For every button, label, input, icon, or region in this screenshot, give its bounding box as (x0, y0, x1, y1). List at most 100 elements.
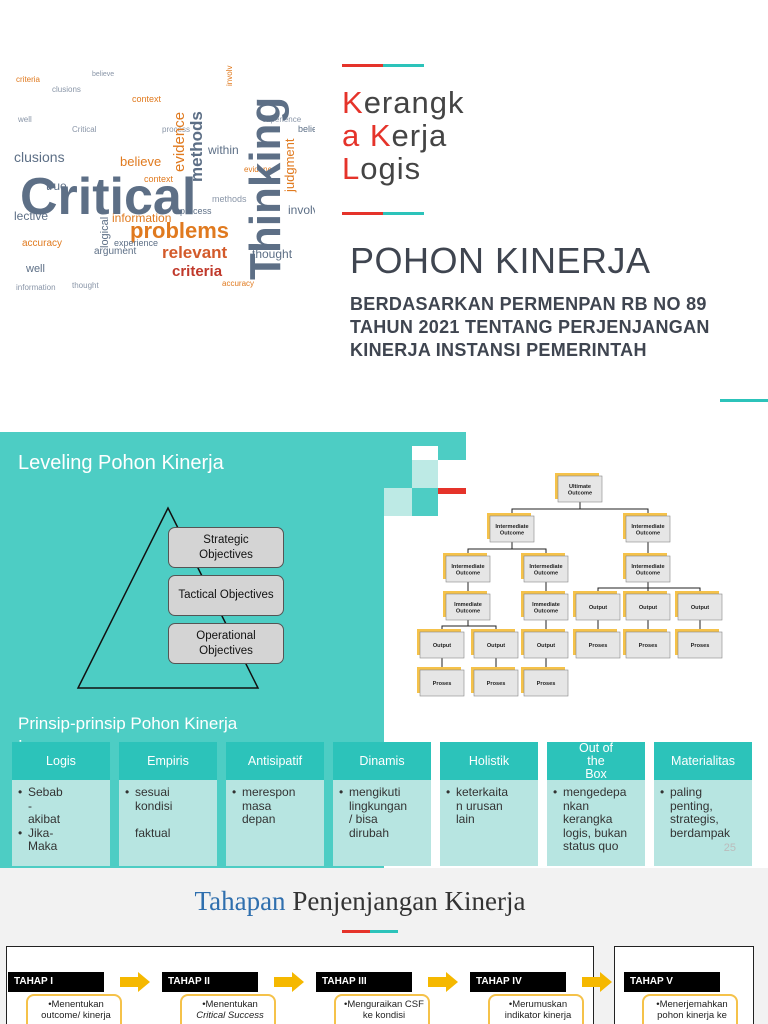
slide-accent (720, 399, 768, 402)
principle-header: Empiris (119, 742, 217, 780)
wordcloud-filler-word: accuracy (222, 279, 254, 288)
principle-3: Dinamis•mengikuti lingkungan / bisa diru… (333, 742, 431, 866)
wordcloud-filler-word: evidence (244, 165, 277, 174)
performance-tree-diagram: UltimateOutcomeIntermediateOutcomeInterm… (417, 473, 723, 697)
subtitle: BERDASARKAN PERMENPAN RB NO 89 TAHUN 202… (350, 294, 710, 360)
decor-square (384, 460, 412, 488)
svg-text:Immediate: Immediate (532, 602, 560, 608)
wordcloud-filler-word: methods (212, 194, 247, 204)
title-accent-top (342, 64, 424, 67)
svg-text:Output: Output (639, 605, 657, 611)
svg-text:Output: Output (691, 605, 709, 611)
svg-text:Output: Output (589, 605, 607, 611)
svg-text:Output: Output (487, 643, 505, 649)
svg-text:Outcome: Outcome (636, 570, 660, 576)
stage-arrow (274, 972, 304, 992)
principle-body: •mengikuti lingkungan / bisa dirubah (333, 780, 431, 866)
tree-connector (511, 542, 547, 556)
svg-text:Intermediate: Intermediate (451, 564, 484, 570)
word-accuracy: accuracy (22, 238, 62, 249)
word-believe: believe (120, 154, 161, 169)
tree-node-proses: Proses (623, 629, 671, 659)
stage-arrow (428, 972, 458, 992)
stage-description: •Menerjemahkan pohon kinerja ke (642, 994, 738, 1024)
stage-description: •Merumuskan indikator kinerja (488, 994, 584, 1024)
principle-header: Out of the Box (547, 742, 645, 780)
tree-node-output: Output (675, 591, 723, 621)
principle-bullet: •keterkaita n urusan lain (446, 785, 509, 826)
wordcloud-filler-word: criteria (16, 75, 41, 84)
wordcloud-filler-word: involv (225, 66, 234, 86)
principle-5: Out of the Box •mengedepa nkan kerangka l… (547, 742, 645, 866)
principle-1: Empiris •sesuai kondisi faktual (119, 742, 217, 866)
word-logical: logical (99, 217, 111, 248)
word-within: within (207, 143, 239, 157)
decor-square (412, 460, 438, 488)
decor-square (438, 432, 466, 460)
decor-square (384, 488, 412, 516)
svg-text:Proses: Proses (639, 643, 658, 649)
wordcloud-filler-word: well (17, 115, 32, 124)
tree-node-output: Output (623, 591, 671, 621)
word-relevant: relevant (162, 243, 228, 262)
word-involv: involv (288, 203, 315, 217)
tree-node-output: Output (417, 629, 465, 659)
principle-4: Holistik•keterkaita n urusan lain (440, 742, 538, 866)
word-true: true (46, 179, 67, 193)
word-problems: problems (130, 218, 229, 243)
wordcloud-filler-word: thought (72, 281, 99, 290)
principle-bullet: •Jika- Maka (18, 825, 58, 853)
svg-text:Proses: Proses (691, 643, 710, 649)
svg-text:Proses: Proses (589, 643, 608, 649)
tree-node-proses: Proses (417, 667, 465, 697)
principle-header: Dinamis (333, 742, 431, 780)
wordcloud-filler-word: context (132, 94, 162, 104)
principle-body: •Sebab - akibat•Jika- Maka (12, 780, 110, 866)
wordcloud-filler-word: believe (92, 71, 114, 78)
svg-text:Proses: Proses (487, 681, 506, 687)
tahapan-title: Tahapan Penjenjangan Kinerja (194, 886, 526, 916)
tree-node-proses: Proses (573, 629, 621, 659)
principle-body: •keterkaita n urusan lain (440, 780, 538, 866)
wordcloud-filler-word: information (16, 283, 56, 292)
tree-node-proses: Proses (471, 667, 519, 697)
stage-description: •Menguraikan CSF ke kondisi (334, 994, 430, 1024)
principle-bullet: •paling penting, strategis, berdampak (660, 785, 731, 840)
slide-3: Tahapan Penjenjangan Kinerja TAHAP I•Men… (0, 868, 768, 1024)
stage-label: TAHAP II (162, 972, 258, 992)
tree-connector (579, 502, 649, 516)
svg-text:Proses: Proses (537, 681, 556, 687)
svg-text:Ultimate: Ultimate (569, 484, 591, 490)
svg-text:Intermediate: Intermediate (529, 564, 562, 570)
principle-bullet: •Sebab - akibat (18, 785, 63, 826)
decor-red-line (438, 488, 466, 494)
stage-label: TAHAP V (624, 972, 720, 992)
tree-node-proses: Proses (521, 667, 569, 697)
svg-text:Intermediate: Intermediate (495, 524, 528, 530)
word-evidence: evidence (171, 112, 188, 172)
decor-square (412, 432, 438, 446)
svg-text:Outcome: Outcome (456, 608, 480, 614)
pyramid-tactical: Tactical Objectives (168, 575, 284, 616)
svg-text:Proses: Proses (433, 681, 452, 687)
svg-text:Outcome: Outcome (456, 570, 480, 576)
decor-square (412, 488, 438, 516)
principle-0: Logis•Sebab - akibat•Jika- Maka (12, 742, 110, 866)
svg-text:Output: Output (433, 643, 451, 649)
principle-bullet: •merespon masa depan (232, 785, 296, 826)
word-well: well (25, 263, 45, 275)
principle-bullet: •mengedepa nkan kerangka logis, bukan st… (553, 785, 628, 853)
word-lective: lective (14, 209, 48, 223)
word-thinking: Thinking (241, 97, 290, 280)
word-clusions: clusions (14, 149, 65, 165)
word-belief: belief (298, 124, 315, 134)
pyramid-strategic: Strategic Objectives (168, 527, 284, 568)
principle-body: •paling penting, strategis, berdampak (654, 780, 752, 866)
principle-bullet: •sesuai kondisi faktual (125, 785, 173, 840)
word-criteria: criteria (172, 263, 223, 280)
